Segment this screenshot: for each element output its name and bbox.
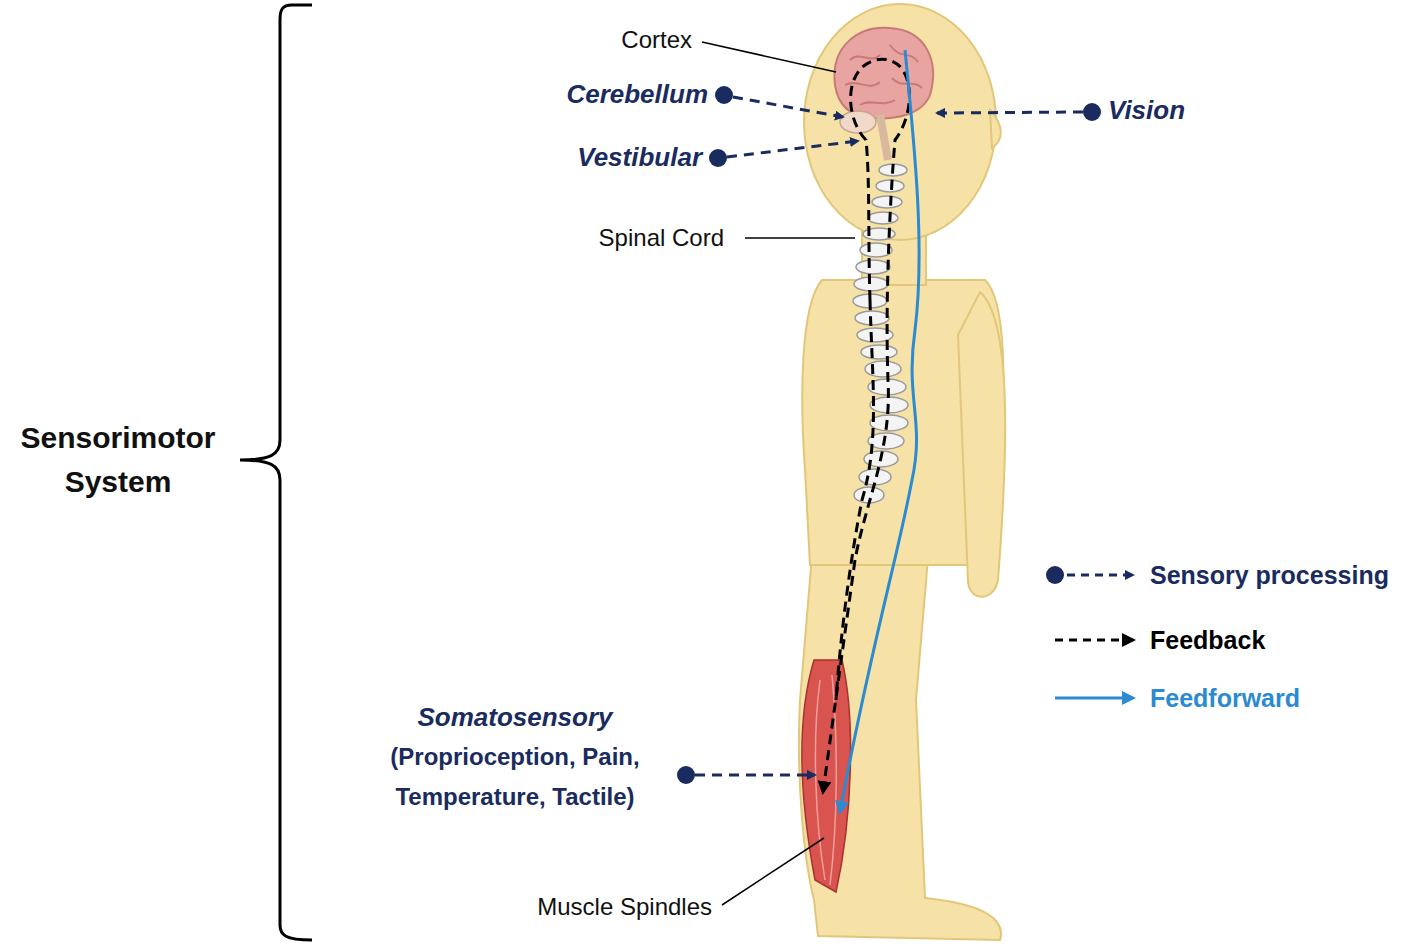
sense-label: Vision <box>1108 95 1185 126</box>
sense-detail: (Proprioception, Pain, Temperature, Tact… <box>355 737 675 817</box>
legend-sample <box>1045 683 1140 713</box>
legend-row: Sensory processing <box>1045 558 1389 592</box>
sense-label: Somatosensory <box>417 702 612 733</box>
brain <box>834 28 933 160</box>
legend-text: Feedforward <box>1150 684 1300 713</box>
sensory-arrow-lines <box>695 97 1083 775</box>
legend-text: Sensory processing <box>1150 561 1389 590</box>
legend-sample <box>1045 625 1140 655</box>
sensory-arrows <box>677 86 1101 784</box>
legend-row: Feedback <box>1045 623 1265 657</box>
part-label: Muscle Spindles <box>537 893 712 922</box>
feedforward-path <box>840 50 919 812</box>
sense-label: Cerebellum <box>566 79 708 110</box>
part-label: Cortex <box>621 26 692 55</box>
part-label: Spinal Cord <box>599 224 724 253</box>
legend-text: Feedback <box>1150 626 1265 655</box>
sense-label: Vestibular <box>577 142 702 173</box>
leader-lines <box>702 42 855 905</box>
system-bracket <box>240 5 312 940</box>
system-label: Sensorimotor System <box>4 416 232 504</box>
legend-row: Feedforward <box>1045 681 1300 715</box>
legend-sample <box>1045 560 1140 590</box>
spinal-column <box>853 164 908 503</box>
